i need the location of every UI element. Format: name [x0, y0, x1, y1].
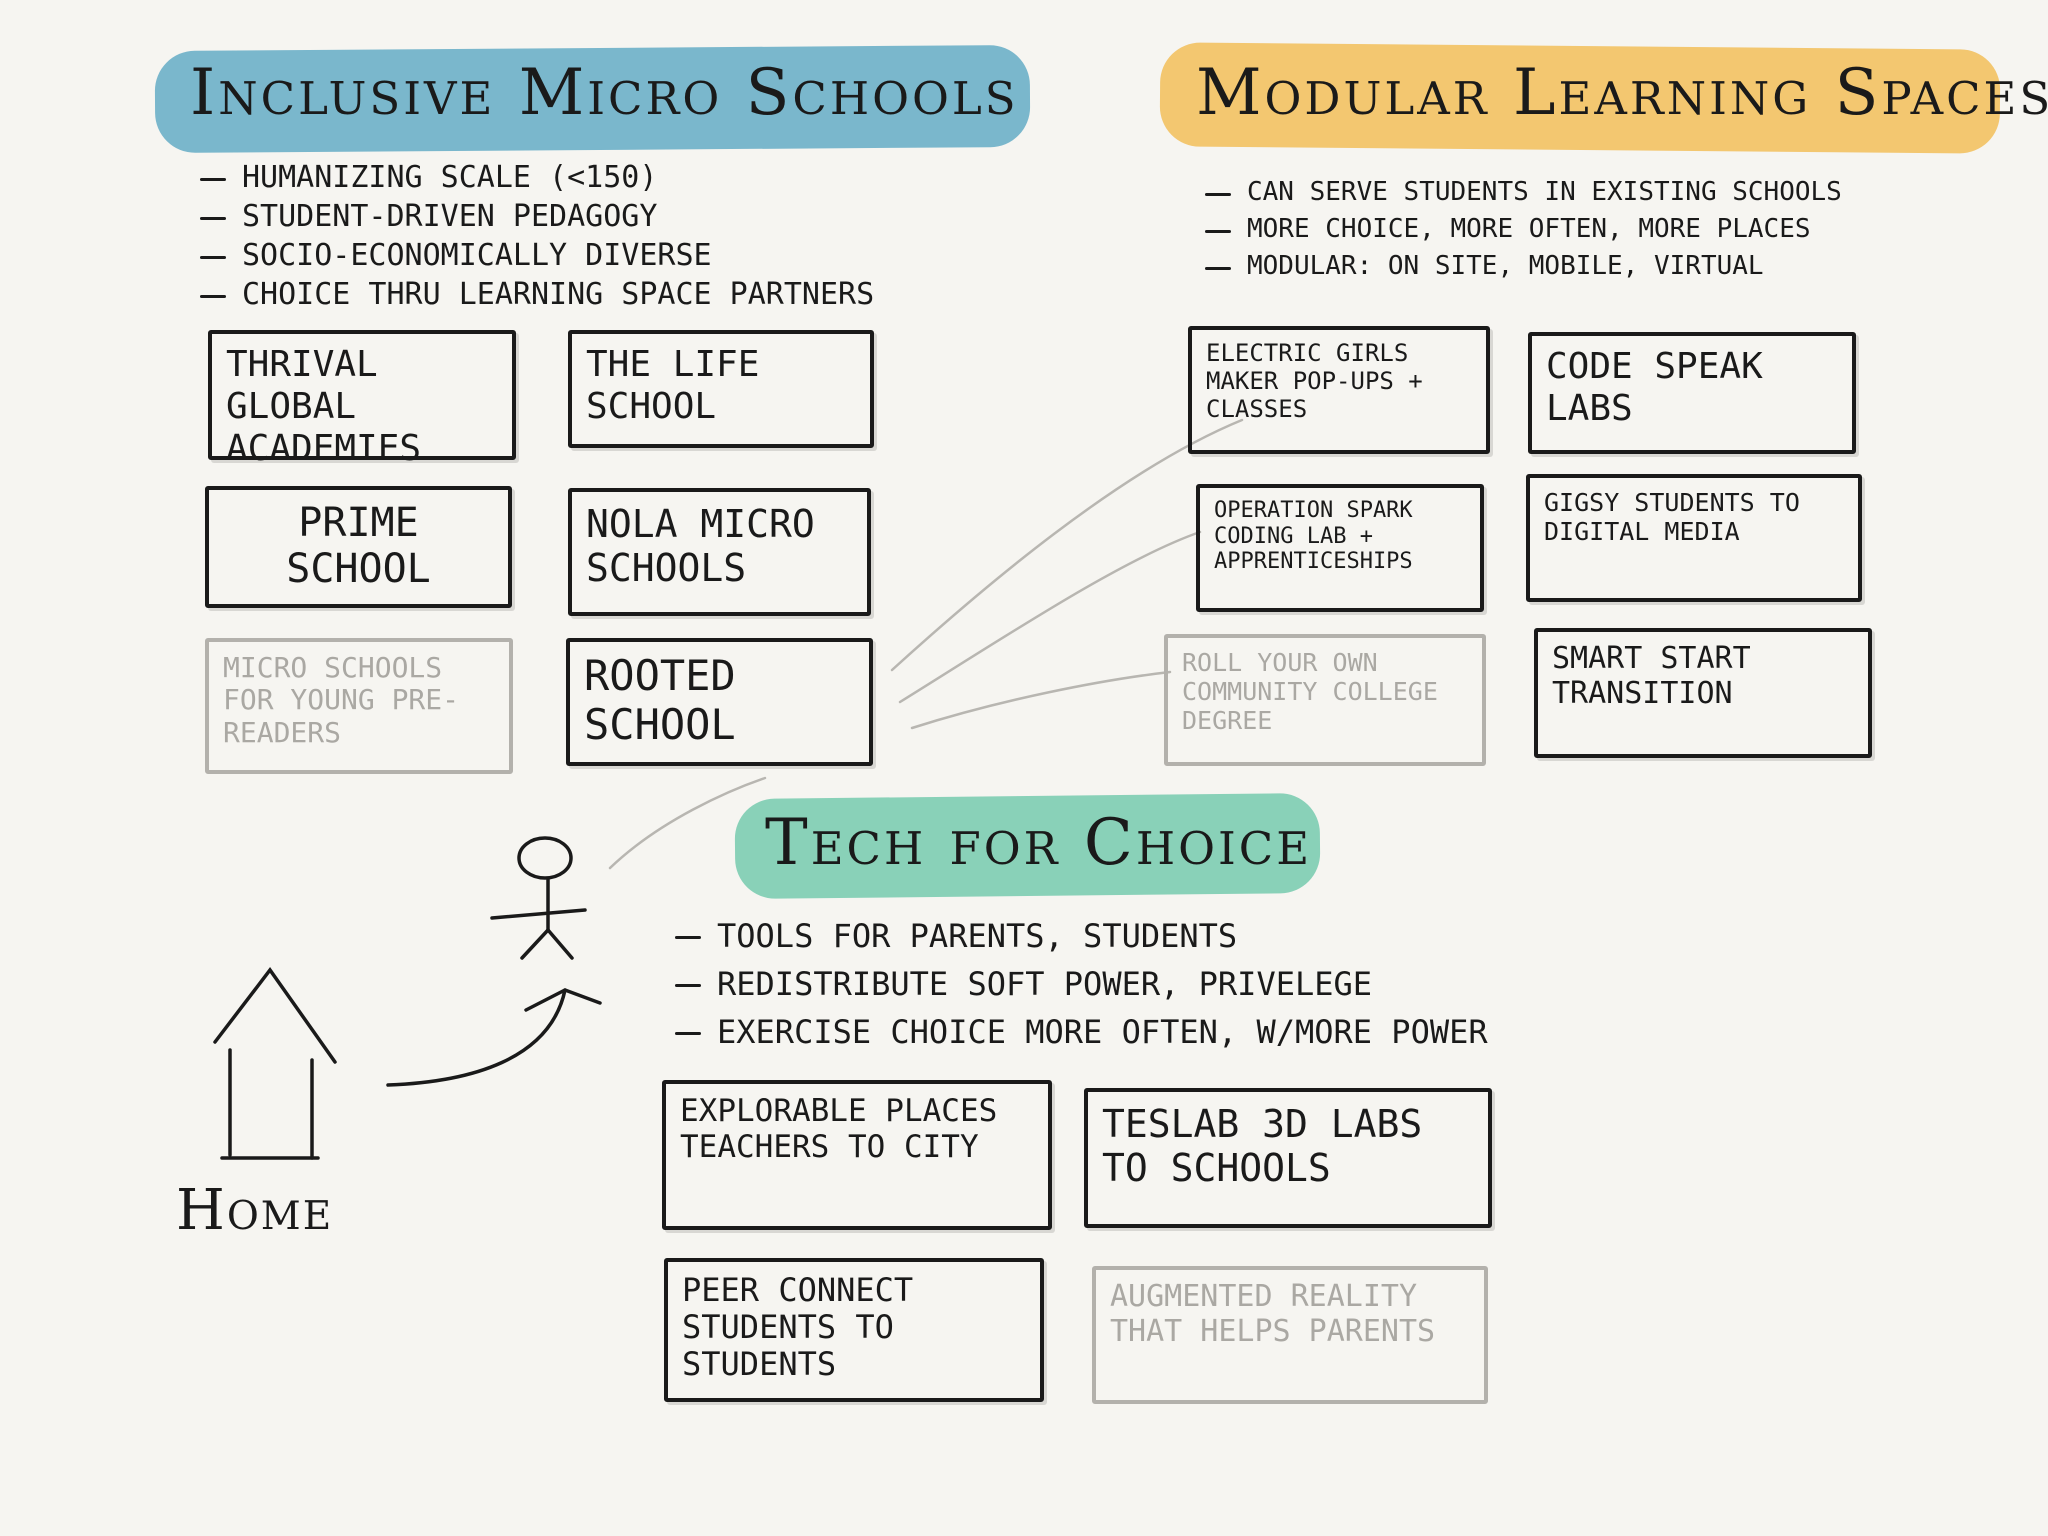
box-teslab: Teslab 3D labs to schools — [1084, 1088, 1492, 1228]
box-operation-spark: Operation Spark Coding Lab + Apprentices… — [1196, 484, 1484, 612]
micro-schools-title: Inclusive Micro Schools — [190, 56, 1019, 130]
bullet-item: Socio-economically diverse — [200, 236, 874, 275]
learning-spaces-title: Modular Learning Spaces — [1196, 56, 2048, 130]
box-label: NOLA Micro Schools — [586, 502, 815, 591]
bullet-item: Tools for parents, students — [675, 912, 1488, 960]
box-the-life-school: The Life School — [568, 330, 874, 448]
box-label: Smart Start Transition — [1552, 641, 1751, 711]
box-label: Electric Girls Maker pop-ups + classes — [1206, 339, 1423, 423]
box-thrival-global-academies: Thrival Global Academies — [208, 330, 516, 469]
box-nola-micro-schools: NOLA Micro Schools — [568, 488, 871, 616]
box-augmented-reality: Augmented reality that helps parents — [1092, 1266, 1488, 1404]
box-label: Prime School — [286, 500, 431, 593]
box-label: Explorable Places Teachers to City — [680, 1093, 998, 1165]
person-icon — [490, 836, 587, 960]
home-to-person-arrow — [386, 988, 602, 1087]
box-label: Code Speak Labs — [1546, 346, 1763, 429]
box-smart-start-transition: Smart Start Transition — [1534, 628, 1872, 758]
bullet-item: Redistribute soft power, privelege — [675, 960, 1488, 1008]
house-icon — [213, 967, 337, 1160]
box-roll-your-own-degree: Roll your own community college degree — [1164, 634, 1486, 766]
box-rooted-school: Rooted School — [566, 638, 873, 766]
box-explorable-places: Explorable Places Teachers to City — [662, 1080, 1052, 1230]
connector-rooted-to-operation-spark — [898, 530, 1202, 704]
box-label: The Life School — [586, 344, 760, 427]
bullet-item: Choice thru learning space partners — [200, 275, 874, 314]
bullet-item: More choice, more often, more places — [1205, 211, 1842, 248]
box-code-speak-labs: Code Speak Labs — [1528, 332, 1856, 454]
micro-schools-bullets: Humanizing scale (<150) Student-driven p… — [200, 158, 874, 314]
connector-rooted-to-roll-your-own — [910, 670, 1172, 730]
box-micro-schools-pre-readers: Micro Schools for young pre-readers — [205, 638, 513, 774]
box-label: Augmented reality that helps parents — [1110, 1279, 1436, 1349]
box-label: Gigsy Students to digital media — [1544, 488, 1800, 546]
box-label: Operation Spark Coding Lab + Apprentices… — [1214, 498, 1413, 575]
box-peer-connect: Peer Connect Students to Students — [664, 1258, 1044, 1402]
tech-choice-bullets: Tools for parents, students Redistribute… — [675, 912, 1488, 1056]
box-prime-school: Prime School — [205, 486, 512, 608]
connector-rooted-to-person — [608, 776, 767, 870]
bullet-item: Modular: on site, mobile, virtual — [1205, 248, 1842, 285]
bullet-item: Student-driven pedagogy — [200, 197, 874, 236]
tech-choice-title: Tech for Choice — [765, 806, 1313, 880]
home-label: Home — [176, 1178, 334, 1243]
box-label: Roll your own community college degree — [1182, 648, 1438, 735]
box-label: Teslab 3D labs to schools — [1102, 1102, 1423, 1191]
connector-rooted-to-electric-girls — [890, 418, 1244, 672]
box-label: Peer Connect Students to Students — [682, 1271, 914, 1384]
bullet-item: Exercise choice more often, w/more power — [675, 1008, 1488, 1056]
box-label: Rooted School — [584, 651, 736, 749]
bullet-item: Can serve students in existing schools — [1205, 174, 1842, 211]
learning-spaces-bullets: Can serve students in existing schools M… — [1205, 174, 1842, 285]
box-gigsy: Gigsy Students to digital media — [1526, 474, 1862, 602]
box-electric-girls: Electric Girls Maker pop-ups + classes — [1188, 326, 1490, 454]
bullet-item: Humanizing scale (<150) — [200, 158, 874, 197]
box-label: Micro Schools for young pre-readers — [223, 651, 460, 749]
box-label: Thrival Global Academies — [226, 344, 422, 469]
